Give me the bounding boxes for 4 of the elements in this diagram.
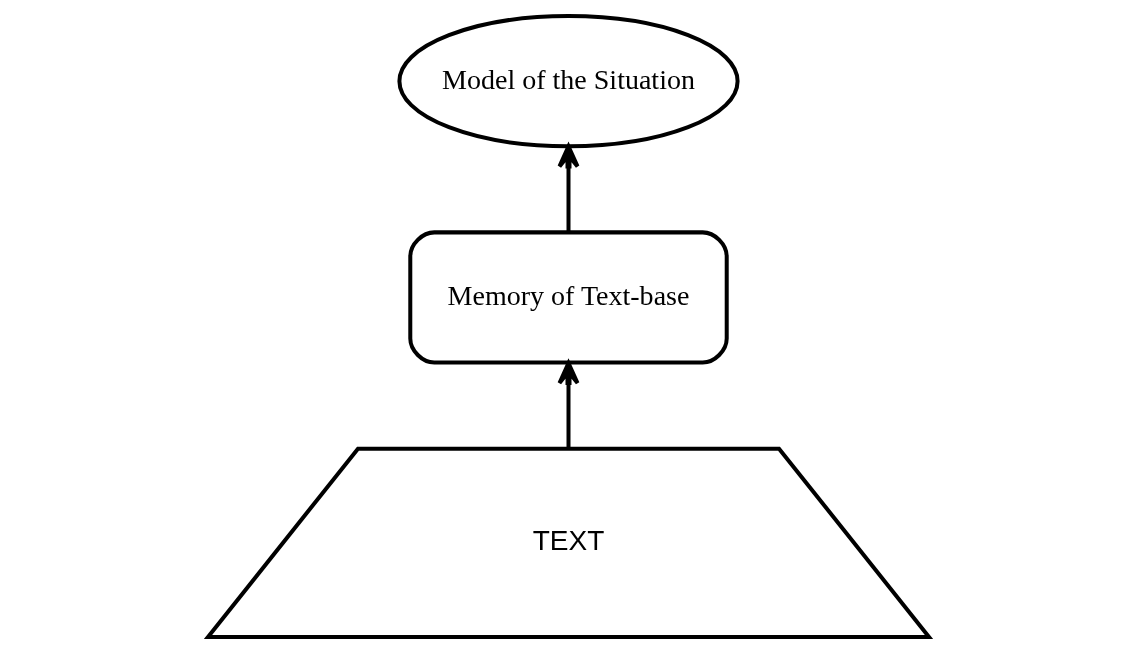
node-box: Memory of Text-base <box>408 230 729 365</box>
node-ellipse: Model of the Situation <box>397 14 740 149</box>
arrow <box>557 144 580 233</box>
arrow <box>557 361 580 449</box>
